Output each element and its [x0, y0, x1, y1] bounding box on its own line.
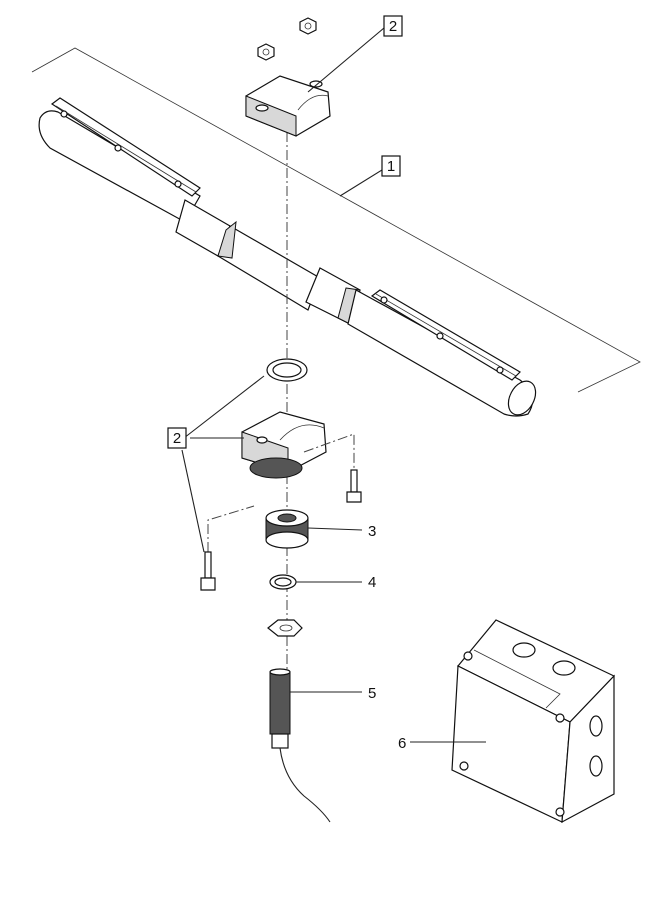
top-nut-left — [257, 43, 275, 61]
bolt-left — [200, 551, 216, 591]
bolt-right — [346, 469, 362, 503]
callout-5-label: 5 — [368, 685, 376, 702]
upper-clamp — [245, 75, 331, 137]
bolt-guide-left — [207, 505, 255, 552]
callout-2-bottom-label: 2 — [173, 430, 181, 447]
callout-2-top-label: 2 — [389, 18, 397, 35]
callout-box-2-top — [383, 15, 403, 37]
o-ring-upper — [266, 358, 308, 382]
callout-6-label: 6 — [398, 735, 406, 752]
pipe-left-segment — [38, 97, 201, 223]
mounting-plane-outline — [31, 47, 641, 393]
junction-box — [451, 619, 616, 824]
cable-gland — [265, 509, 309, 549]
callout-box-2-bottom — [167, 427, 187, 449]
washer — [269, 574, 297, 590]
callout-box-1 — [381, 155, 401, 177]
lower-clamp — [241, 411, 327, 479]
callout-3-label: 3 — [368, 523, 376, 540]
sensor-hex-nut — [267, 619, 303, 637]
pipe-right-segment — [347, 289, 537, 417]
top-nut-right — [299, 17, 317, 35]
bolt-guide-right — [303, 433, 355, 470]
pipe-coupling-left — [175, 199, 321, 311]
leader-lines — [181, 27, 486, 743]
proximity-sensor — [269, 668, 331, 823]
callout-1-label: 1 — [387, 158, 395, 175]
pipe-assembly — [38, 97, 537, 417]
callout-4-label: 4 — [368, 574, 376, 591]
